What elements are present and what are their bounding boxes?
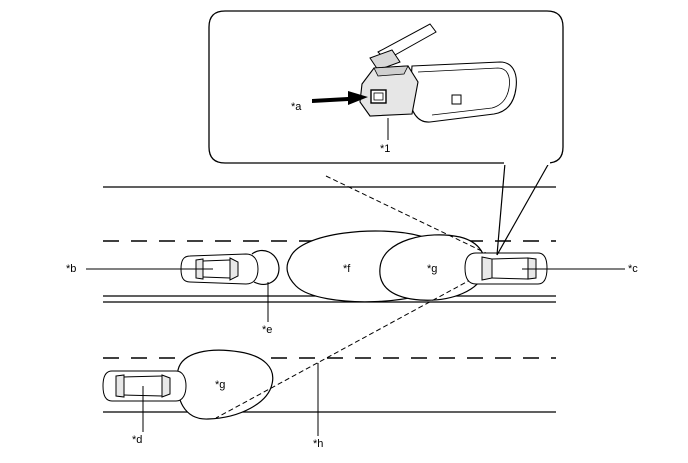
radar-sensor-lens [373,92,384,101]
sensor-inset [208,10,564,165]
zone-e-small [251,249,280,285]
label-f: *f [343,263,351,275]
label-c: *c [628,263,638,275]
car-d-roofline-top [123,375,163,378]
car-b-roofline-top [202,259,231,262]
detection-zones [176,230,486,420]
car-d-body [102,370,187,402]
lower-road [103,357,556,413]
callout-left [496,162,506,256]
car-b-roofline-bottom [202,276,231,279]
callout-right [496,162,550,256]
label-g-lower: *g [215,379,225,391]
rearview-mirror [409,61,517,123]
car-c-windshield [481,256,493,281]
car-c-roofline-bottom [491,277,529,280]
label-e: *e [262,324,272,336]
callout-gap [504,162,550,165]
car-c-roofline-top [491,257,529,260]
mirror-inner-edge [417,67,510,116]
arrow-a-icon [312,91,368,105]
mirror-switch-icon [451,94,462,105]
car-c [464,252,548,285]
car-b-windshield [229,257,239,281]
beam-upper-left [325,175,489,255]
label-g-front: *g [427,263,437,275]
label-d: *d [132,434,142,446]
leader-lines [86,268,625,436]
sensor-housing-top [373,65,409,77]
label-h: *h [313,438,323,450]
car-d-windshield [161,374,171,398]
beam-lines [215,175,489,419]
car-d [102,370,187,402]
beam-lower-left [215,278,473,419]
callout-pointer [496,162,550,256]
car-d-rear-window [115,374,125,398]
zone-g-lower [176,349,274,420]
label-1: *1 [380,143,390,155]
label-b: *b [66,263,76,275]
mirror-stalk-base [369,49,401,71]
label-a: *a [291,101,302,113]
